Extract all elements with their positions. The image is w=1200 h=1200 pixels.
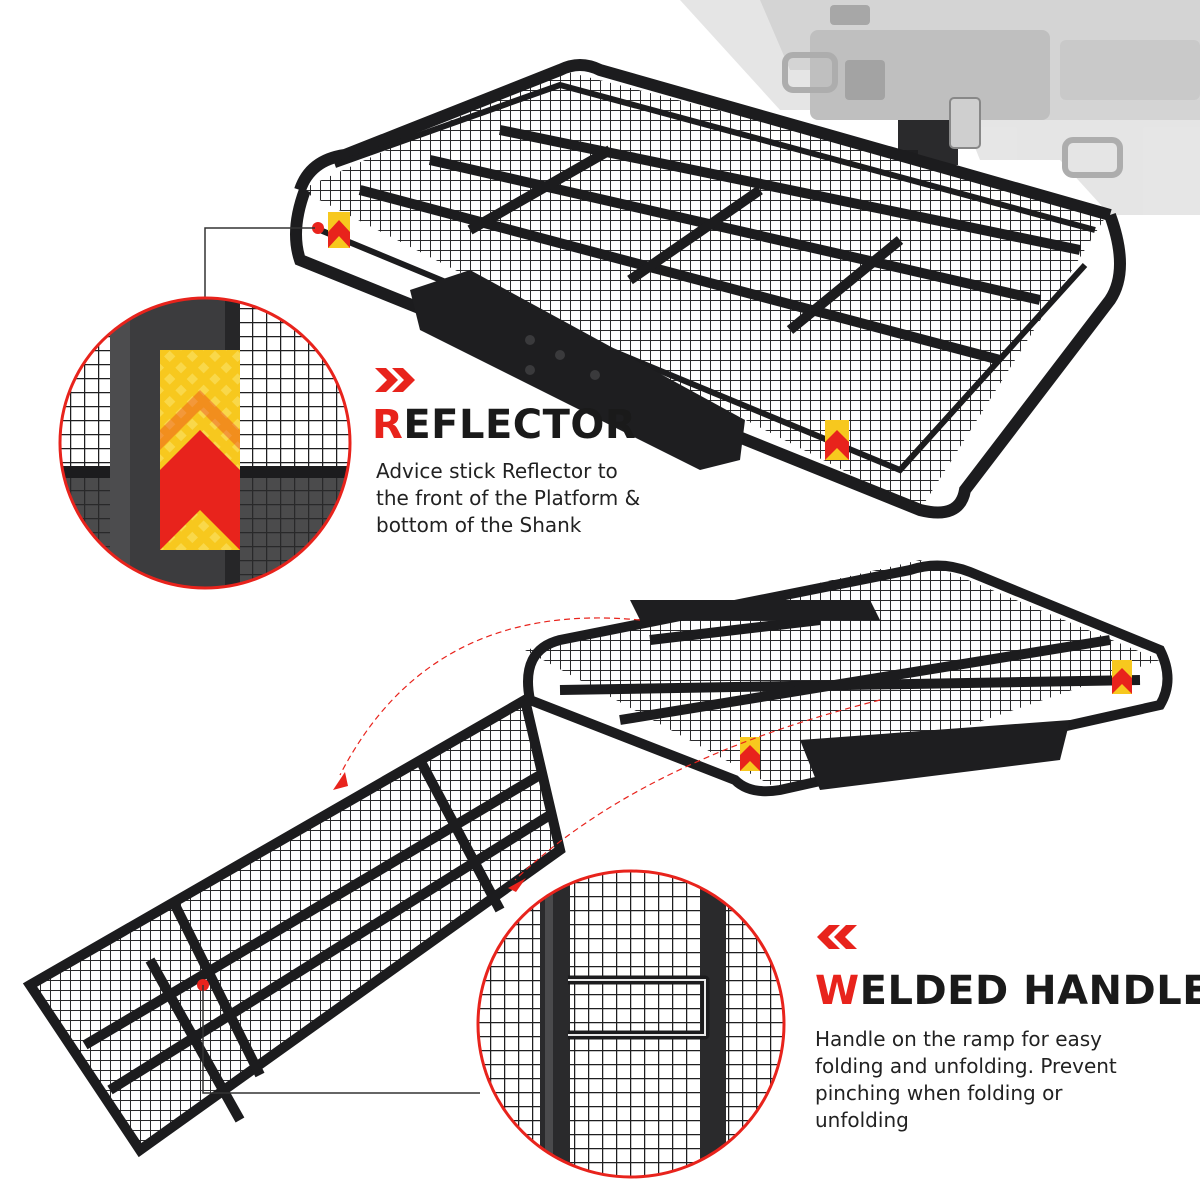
vehicle-bumper (680, 0, 1200, 215)
top-cargo-carrier (290, 59, 1126, 519)
reflector-title-rest: EFLECTOR (403, 402, 637, 448)
welded-handle-title: WELDED HANDLE (815, 968, 1200, 1014)
double-chevron-left-icon (817, 925, 857, 949)
reflector-description: Advice stick Reflector to the front of t… (376, 459, 641, 537)
reflector-zoom (58, 296, 352, 590)
welded-handle-description: Handle on the ramp for easy folding and … (815, 1027, 1117, 1132)
reflector-callout-line (204, 227, 315, 298)
handle-callout-line (202, 985, 480, 1094)
reflector-title: REFLECTOR (372, 402, 636, 448)
bottom-cargo-carrier (22, 560, 1173, 1158)
reflector-sticker (328, 212, 849, 460)
welded-handle-title-initial: W (815, 968, 860, 1014)
handle-zoom (476, 869, 786, 1179)
double-chevron-right-icon (375, 368, 415, 392)
welded-handle-title-rest: ELDED HANDLE (859, 968, 1200, 1014)
reflector-title-initial: R (372, 402, 404, 448)
folding-arrows (339, 617, 881, 881)
